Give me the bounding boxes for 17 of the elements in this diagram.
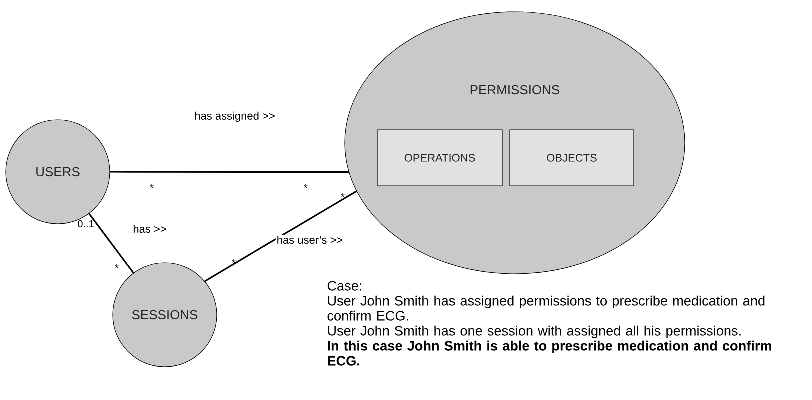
multiplicity-label: * [150, 184, 154, 188]
edge-label: has user’s >> [276, 234, 344, 246]
connector-line [88, 213, 134, 274]
note-text: User John Smith has assigned permissions to prescribe medication and confirm ECG. [328, 296, 765, 321]
entity-box: OPERATIONS [377, 130, 503, 186]
multiplicity-label: * [232, 260, 236, 264]
note-text: In this case John Smith is able to prescribe medication and confirm ECG. [328, 340, 772, 366]
multiplicity-label: * [341, 194, 345, 198]
multiplicity-label: * [304, 184, 308, 188]
note-text: User John Smith has one session with assigned all his permissions. [328, 326, 741, 339]
multiplicity-label: * [115, 264, 119, 268]
entity-box: OBJECTS [510, 130, 634, 186]
edge-label: has >> [132, 224, 168, 234]
connector-line [204, 190, 358, 282]
note-text: Case: [328, 281, 362, 291]
edge-label: has assigned >> [194, 110, 276, 124]
connector-line [110, 171, 349, 174]
